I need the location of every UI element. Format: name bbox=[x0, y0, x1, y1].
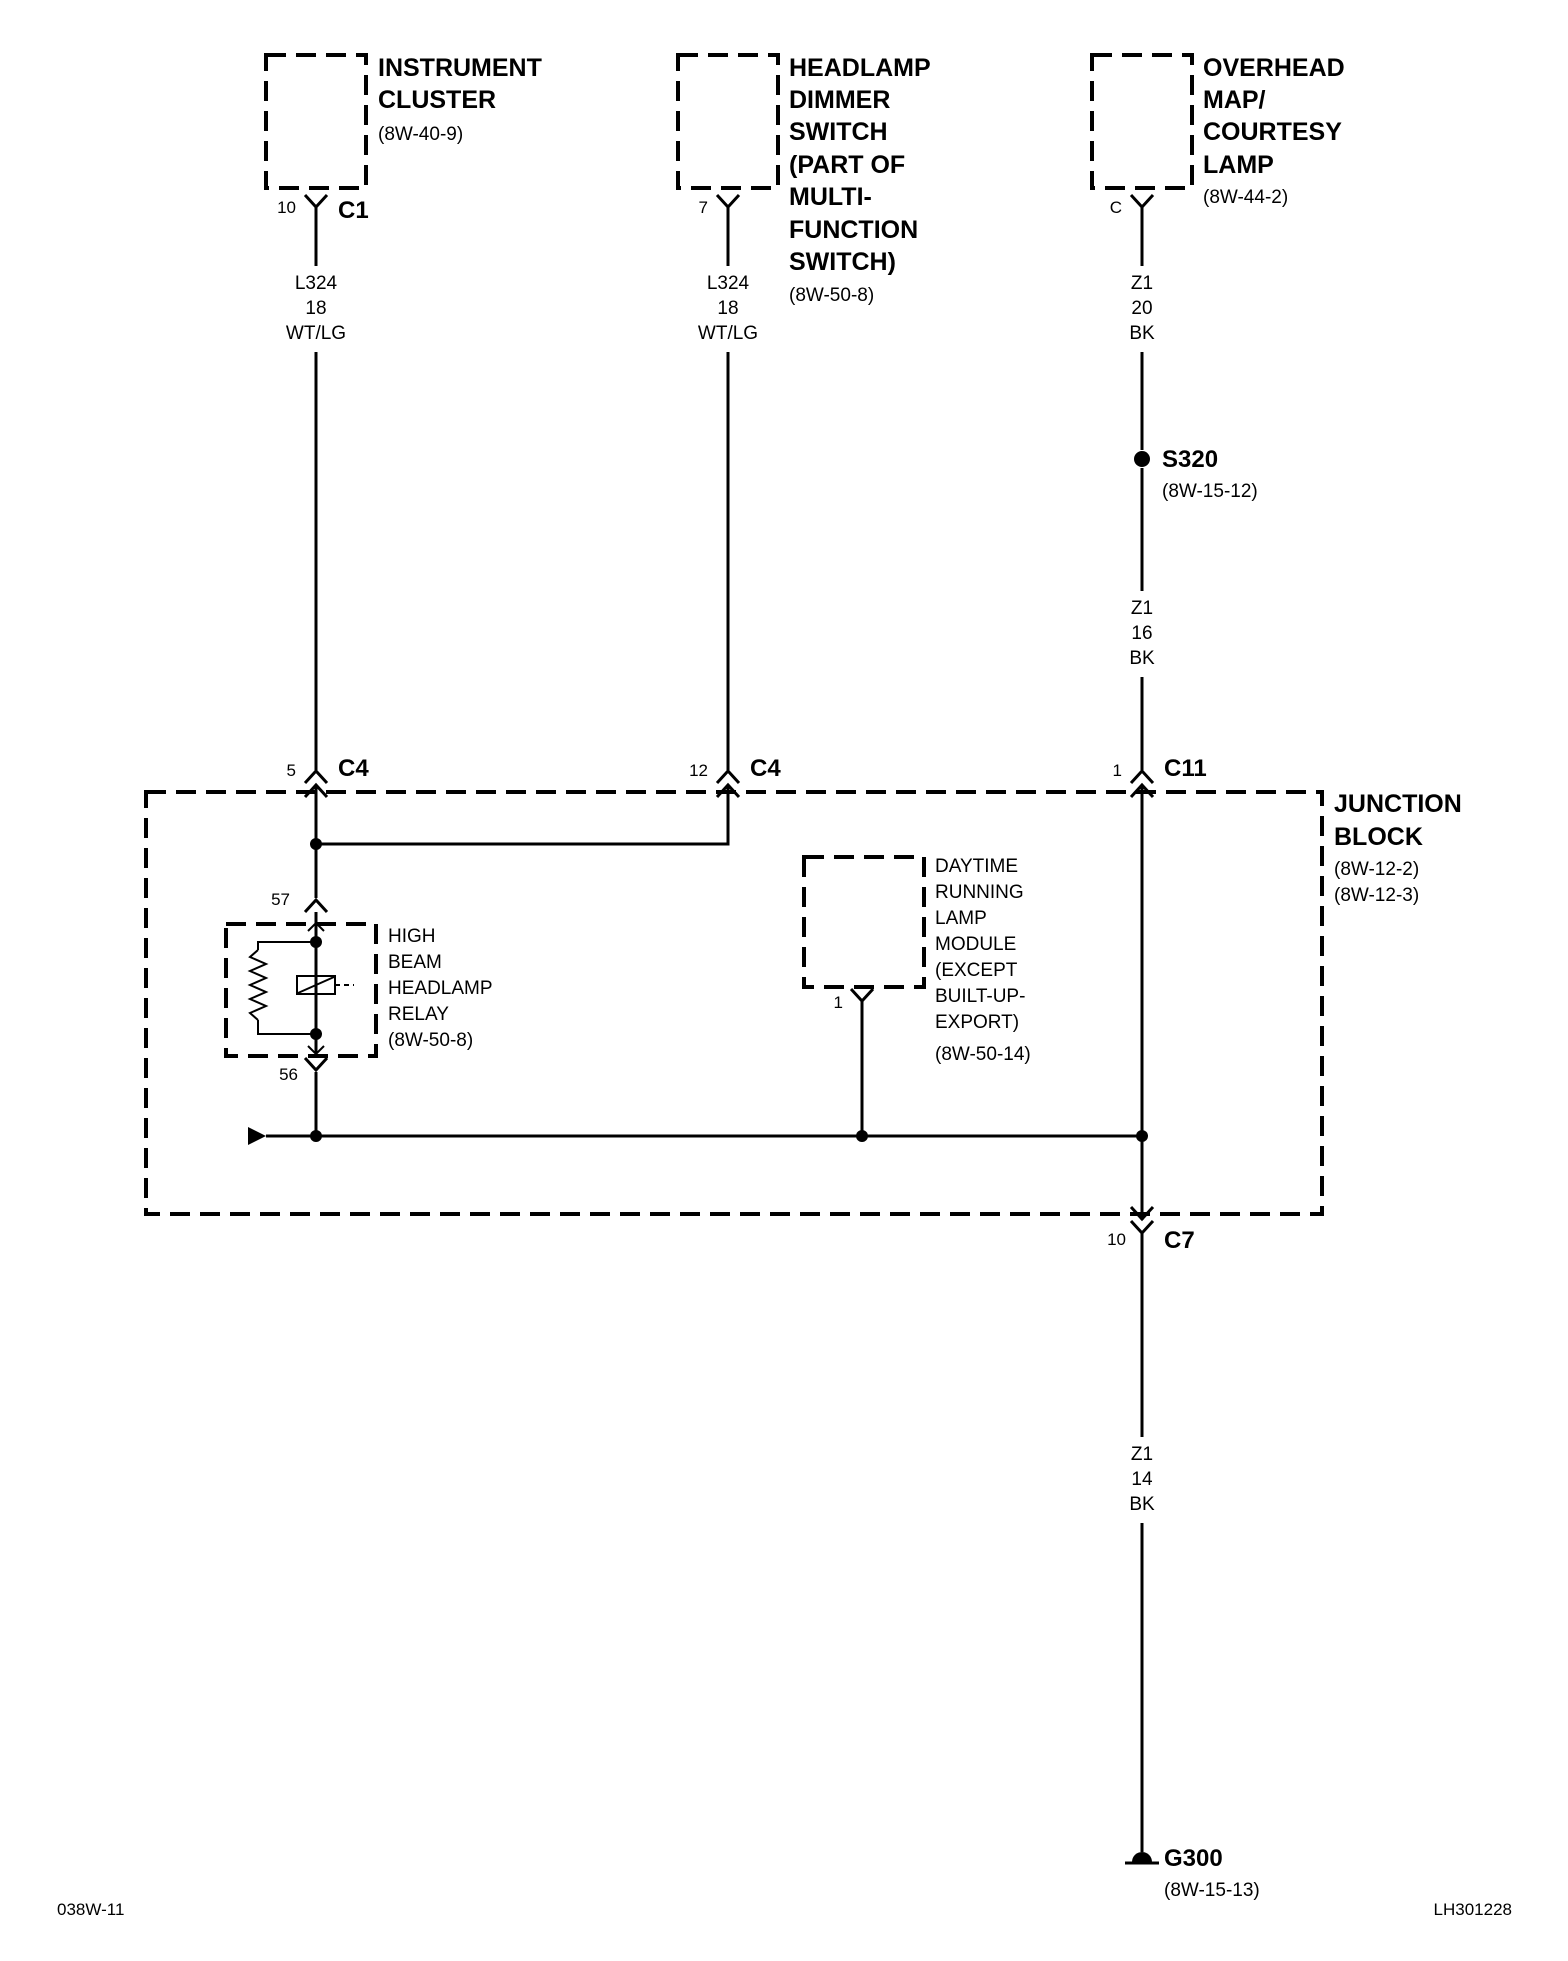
splice-ref: (8W-15-12) bbox=[1162, 481, 1258, 502]
dimmer-label-1: HEADLAMP bbox=[789, 54, 931, 82]
instrument-cluster-label-2: CLUSTER bbox=[378, 86, 496, 114]
map-lamp-label-4: LAMP bbox=[1203, 151, 1274, 179]
dimmer-label-5: MULTI- bbox=[789, 183, 872, 211]
wire-dimmer-gauge: 18 bbox=[717, 298, 738, 319]
footer-left: 038W-11 bbox=[57, 1900, 124, 1919]
wire-ground-circuit: Z1 bbox=[1131, 1444, 1153, 1465]
map-lamp-label-1: OVERHEAD bbox=[1203, 54, 1345, 82]
splice-name: S320 bbox=[1162, 446, 1218, 473]
drl-label-1: DAYTIME bbox=[935, 856, 1018, 877]
junction-block-label-1: JUNCTION bbox=[1334, 790, 1462, 818]
drl-label-5: (EXCEPT bbox=[935, 960, 1018, 981]
headlamp-dimmer-switch: HEADLAMP DIMMER SWITCH (PART OF MULTI- F… bbox=[676, 53, 931, 306]
drl-label-6: BUILT-UP- bbox=[935, 986, 1025, 1007]
connector-jb-c7: 10 C7 bbox=[1107, 1205, 1195, 1254]
wire-cluster: L324 18 WT/LG bbox=[286, 207, 346, 770]
relay-label-1: HIGH bbox=[388, 926, 436, 947]
dimmer-label-3: SWITCH bbox=[789, 118, 888, 146]
wire-splice-gauge: 16 bbox=[1131, 623, 1152, 644]
jb-c11-name: C11 bbox=[1164, 755, 1207, 782]
wire-ground-gauge: 14 bbox=[1131, 1469, 1153, 1490]
drl-label-7: EXPORT) bbox=[935, 1012, 1019, 1033]
drl-label-3: LAMP bbox=[935, 908, 987, 929]
junction-block-label-2: BLOCK bbox=[1334, 823, 1423, 851]
footer-right: LH301228 bbox=[1434, 1900, 1512, 1919]
wire-ground: Z1 14 BK bbox=[1129, 1233, 1155, 1852]
wire-splice-jb: Z1 16 BK bbox=[1129, 468, 1155, 770]
dimmer-label-2: DIMMER bbox=[789, 86, 890, 114]
high-beam-relay: 57 56 HIGH BEAM HEADLAMP RELAY (8W-50-8) bbox=[224, 890, 493, 1084]
wire-splice-circuit: Z1 bbox=[1131, 598, 1153, 619]
relay-label-3: HEADLAMP bbox=[388, 978, 493, 999]
wire-ground-color: BK bbox=[1129, 1494, 1155, 1515]
jb-internal-wiring bbox=[248, 785, 1148, 1220]
wire-map-color: BK bbox=[1129, 323, 1155, 344]
drl-module: 1 DAYTIME RUNNING LAMP MODULE (EXCEPT BU… bbox=[802, 855, 1031, 1065]
splice-s320: S320 (8W-15-12) bbox=[1134, 446, 1258, 502]
connector-map-lamp: C bbox=[1110, 193, 1155, 217]
dimmer-pin: 7 bbox=[699, 198, 708, 217]
drl-label-4: MODULE bbox=[935, 934, 1016, 955]
wire-cluster-circuit: L324 bbox=[295, 273, 338, 294]
dimmer-label-6: FUNCTION bbox=[789, 216, 918, 244]
junction-block-ref-1: (8W-12-2) bbox=[1334, 859, 1419, 880]
map-lamp-pin: C bbox=[1110, 198, 1122, 217]
ground-g300: G300 (8W-15-13) bbox=[1125, 1845, 1260, 1901]
jb-c4-left-name: C4 bbox=[338, 755, 369, 782]
connector-dimmer: 7 bbox=[699, 193, 741, 217]
ground-ref: (8W-15-13) bbox=[1164, 1880, 1260, 1901]
map-lamp-label-2: MAP/ bbox=[1203, 86, 1266, 114]
relay-label-4: RELAY bbox=[388, 1004, 449, 1025]
junction-block-ref-2: (8W-12-3) bbox=[1334, 885, 1419, 906]
map-lamp-label-3: COURTESY bbox=[1203, 118, 1342, 146]
instrument-cluster-ref: (8W-40-9) bbox=[378, 124, 463, 145]
wire-map-gauge: 20 bbox=[1131, 298, 1152, 319]
relay-ref: (8W-50-8) bbox=[388, 1030, 473, 1051]
jb-c4-right-pin: 12 bbox=[689, 761, 708, 780]
cluster-c1-name: C1 bbox=[338, 197, 369, 224]
drl-pin: 1 bbox=[834, 993, 843, 1012]
junction-block: JUNCTION BLOCK (8W-12-2) (8W-12-3) bbox=[144, 790, 1462, 1216]
dimmer-label-7: SWITCH) bbox=[789, 248, 896, 276]
relay-bottom-pin: 56 bbox=[279, 1065, 298, 1084]
connector-cluster-c1: 10 C1 bbox=[277, 193, 369, 224]
connector-jb-c11: 1 C11 bbox=[1113, 755, 1207, 799]
cluster-c1-pin: 10 bbox=[277, 198, 296, 217]
instrument-cluster: INSTRUMENT CLUSTER (8W-40-9) bbox=[264, 53, 542, 190]
ground-name: G300 bbox=[1164, 1845, 1223, 1872]
wire-map-lamp: Z1 20 BK bbox=[1129, 207, 1155, 450]
instrument-cluster-label-1: INSTRUMENT bbox=[378, 54, 542, 82]
wire-dimmer-color: WT/LG bbox=[698, 323, 758, 344]
jb-c4-left-pin: 5 bbox=[287, 761, 296, 780]
wire-dimmer-circuit: L324 bbox=[707, 273, 750, 294]
wire-splice-color: BK bbox=[1129, 648, 1155, 669]
dimmer-label-4: (PART OF bbox=[789, 151, 905, 179]
wire-cluster-gauge: 18 bbox=[305, 298, 326, 319]
jb-c11-pin: 1 bbox=[1113, 761, 1122, 780]
drl-ref: (8W-50-14) bbox=[935, 1044, 1031, 1065]
wire-map-circuit: Z1 bbox=[1131, 273, 1153, 294]
jb-c7-pin: 10 bbox=[1107, 1230, 1126, 1249]
connector-jb-c4-left: 5 C4 bbox=[287, 755, 369, 799]
relay-top-pin: 57 bbox=[271, 890, 290, 909]
wire-dimmer: L324 18 WT/LG bbox=[698, 207, 758, 770]
wire-cluster-color: WT/LG bbox=[286, 323, 346, 344]
overhead-map-lamp: OVERHEAD MAP/ COURTESY LAMP (8W-44-2) bbox=[1090, 53, 1345, 208]
jb-c4-right-name: C4 bbox=[750, 755, 781, 782]
dimmer-ref: (8W-50-8) bbox=[789, 285, 874, 306]
relay-label-2: BEAM bbox=[388, 952, 442, 973]
jb-c7-name: C7 bbox=[1164, 1227, 1195, 1254]
map-lamp-ref: (8W-44-2) bbox=[1203, 187, 1288, 208]
drl-label-2: RUNNING bbox=[935, 882, 1024, 903]
